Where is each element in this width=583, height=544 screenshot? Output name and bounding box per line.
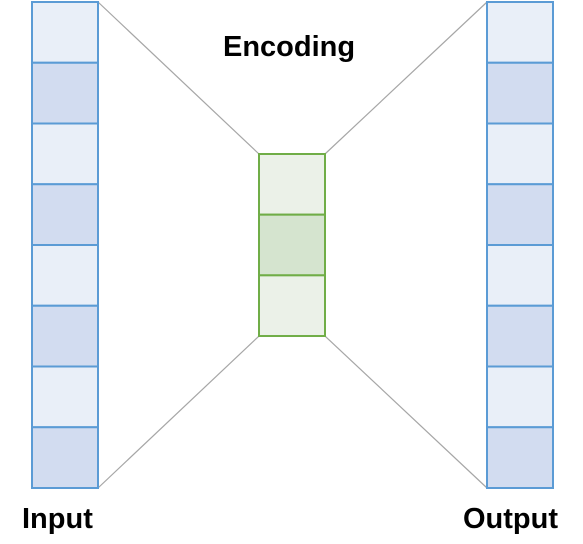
output-cell-3 <box>486 122 554 186</box>
input-cell-6 <box>31 304 99 368</box>
input-cell-1 <box>31 1 99 64</box>
connector-input-bottom <box>97 335 260 489</box>
connector-output-bottom <box>324 335 488 489</box>
connector-lines <box>97 1 488 489</box>
input-cell-5 <box>31 244 99 307</box>
input-vector <box>31 1 99 489</box>
output-cell-2 <box>486 61 554 125</box>
output-cell-1 <box>486 1 554 64</box>
output-vector <box>486 1 554 489</box>
output-cell-8 <box>486 426 554 489</box>
encoding-cell-1 <box>258 153 326 216</box>
input-label: Input <box>22 503 93 535</box>
encoding-vector <box>258 153 326 338</box>
connector-output-top <box>324 1 488 155</box>
output-label: Output <box>463 503 559 535</box>
encoding-label: Encoding <box>223 31 356 63</box>
encoding-cell-3 <box>258 274 326 338</box>
connector-input-top <box>97 1 260 155</box>
output-cell-6 <box>486 304 554 368</box>
output-cell-7 <box>486 365 554 429</box>
input-cell-2 <box>31 61 99 125</box>
input-cell-8 <box>31 426 99 489</box>
output-cell-5 <box>486 244 554 307</box>
output-cell-4 <box>486 183 554 246</box>
input-cell-3 <box>31 122 99 186</box>
input-cell-7 <box>31 365 99 429</box>
input-cell-4 <box>31 183 99 246</box>
encoding-cell-2 <box>258 213 326 277</box>
